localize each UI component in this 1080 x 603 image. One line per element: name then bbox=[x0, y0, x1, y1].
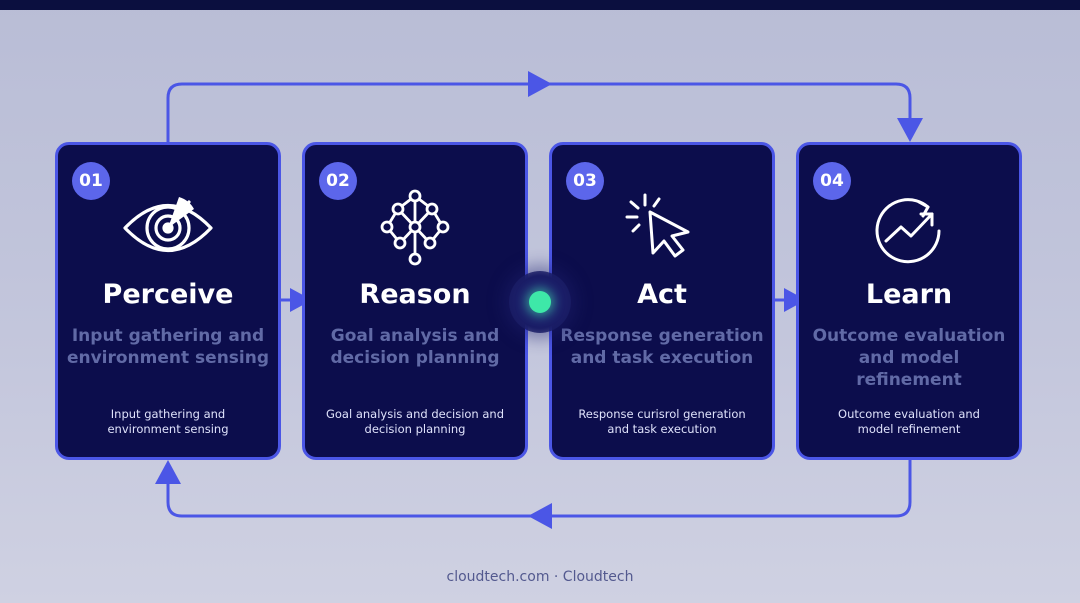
step-description: Outcome evaluation and model refinement bbox=[838, 407, 980, 436]
status-dot-icon bbox=[529, 291, 551, 313]
step-card-reason: 02 Reason Goal analysis and decision pla bbox=[302, 142, 528, 460]
step-number-badge: 03 bbox=[566, 162, 604, 200]
eye-radar-icon bbox=[123, 185, 213, 275]
footer-credit: cloudtech.com · Cloudtech bbox=[446, 569, 634, 585]
step-card-perceive: 01 Perceive Input gathering and environm… bbox=[55, 142, 281, 460]
bottom-loop-up-arrow bbox=[155, 460, 181, 484]
step-number-badge: 02 bbox=[319, 162, 357, 200]
step-subtitle: Input gathering and environment sensing bbox=[66, 326, 270, 368]
top-bar bbox=[0, 0, 1080, 10]
step-description: Input gathering and environment sensing bbox=[107, 407, 229, 436]
step-title: Reason bbox=[359, 279, 471, 310]
cursor-click-icon bbox=[617, 185, 707, 275]
center-hub bbox=[509, 271, 571, 333]
step-subtitle: Outcome evaluation and model refinement bbox=[812, 326, 1006, 390]
step-title: Perceive bbox=[102, 279, 234, 310]
step-card-act: 03 Act Response generation and task exec… bbox=[549, 142, 775, 460]
step-title: Act bbox=[637, 279, 687, 310]
top-loop-down-arrow bbox=[897, 118, 923, 142]
step-description: Response curisrol generation and task ex… bbox=[578, 407, 746, 436]
top-loop-arrow bbox=[528, 71, 552, 97]
network-tree-icon bbox=[370, 185, 460, 275]
step-subtitle: Goal analysis and decision planning bbox=[330, 326, 500, 368]
step-title: Learn bbox=[865, 279, 953, 310]
trend-refresh-icon bbox=[864, 185, 954, 275]
bottom-loop-line bbox=[166, 460, 912, 518]
step-number-badge: 04 bbox=[813, 162, 851, 200]
step-description: Goal analysis and decision and decision … bbox=[325, 407, 505, 436]
step-subtitle: Response generation and task execution bbox=[560, 326, 764, 368]
top-loop-line bbox=[166, 82, 912, 142]
step-card-learn: 04 Learn Outcome evaluation and model re… bbox=[796, 142, 1022, 460]
step-number-badge: 01 bbox=[72, 162, 110, 200]
bottom-loop-arrow bbox=[528, 503, 552, 529]
